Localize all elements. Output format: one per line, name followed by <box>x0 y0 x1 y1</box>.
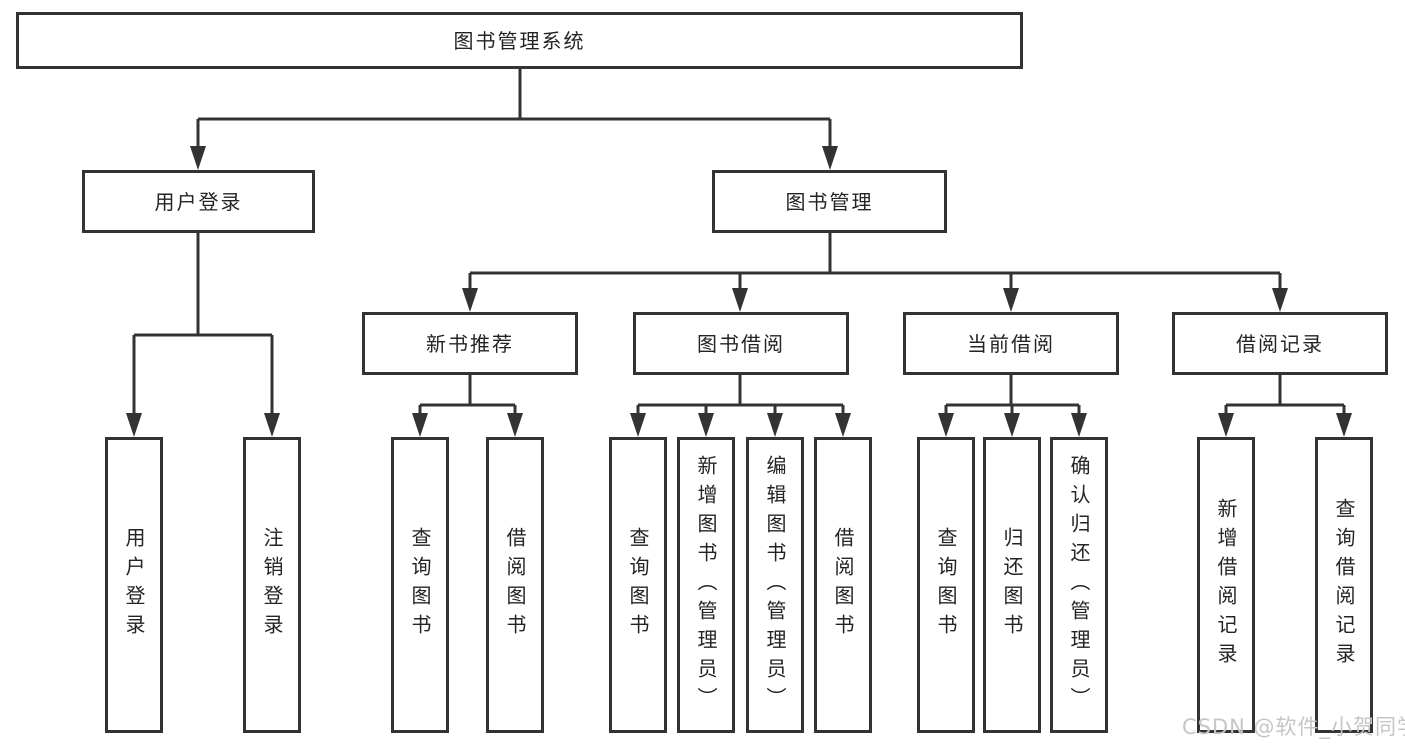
leaf-borrow-add-books-admin: 新增图书（管理员） <box>677 437 735 733</box>
connector-lines <box>132 69 1346 416</box>
node-new-book-recommend: 新书推荐 <box>362 312 578 375</box>
leaf-logout: 注销登录 <box>243 437 301 733</box>
node-current-borrow: 当前借阅 <box>903 312 1119 375</box>
leaf-borrow-query-books: 查询图书 <box>609 437 667 733</box>
node-book-management-branch: 图书管理 <box>712 170 947 233</box>
leaf-borrow-borrow-books: 借阅图书 <box>814 437 872 733</box>
leaf-user-login: 用户登录 <box>105 437 163 733</box>
node-borrow-records: 借阅记录 <box>1172 312 1388 375</box>
leaf-current-confirm-return-admin: 确认归还（管理员） <box>1050 437 1108 733</box>
node-book-borrow: 图书借阅 <box>633 312 849 375</box>
node-user-login-branch: 用户登录 <box>82 170 315 233</box>
watermark: CSDN @软件_小贺同学 <box>1182 715 1405 739</box>
leaf-current-return-books: 归还图书 <box>983 437 1041 733</box>
node-root: 图书管理系统 <box>16 12 1023 69</box>
leaf-records-query-record: 查询借阅记录 <box>1315 437 1373 733</box>
leaf-current-query-books: 查询图书 <box>917 437 975 733</box>
leaf-recommend-query-books: 查询图书 <box>391 437 449 733</box>
arrowhead-icons <box>126 146 1352 437</box>
leaf-borrow-edit-books-admin: 编辑图书（管理员） <box>746 437 804 733</box>
leaf-records-add-record: 新增借阅记录 <box>1197 437 1255 733</box>
leaf-recommend-borrow-books: 借阅图书 <box>486 437 544 733</box>
